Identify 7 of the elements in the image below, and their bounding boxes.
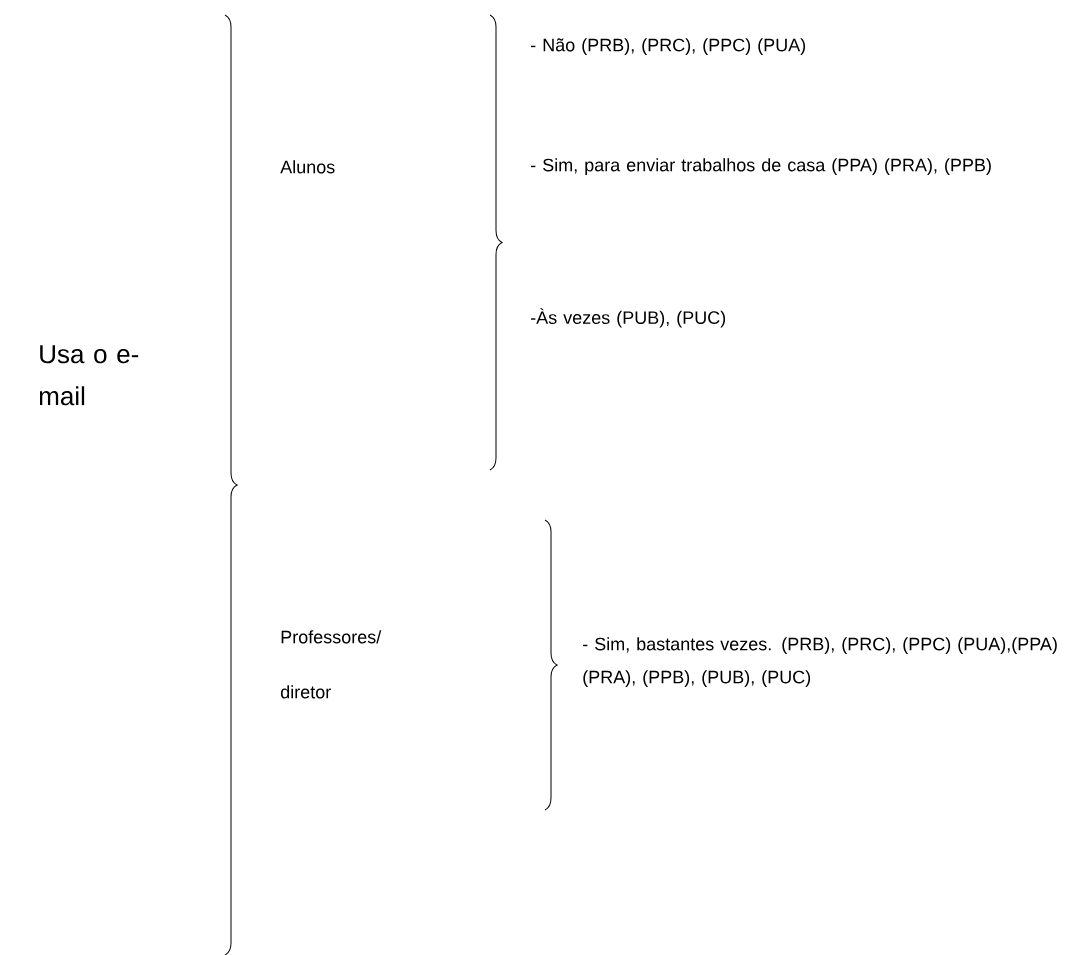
label-text: - Sim, para enviar trabalhos de casa (PPA) (PRA), (PPB): [531, 158, 991, 175]
label-text: Professores/ diretor: [280, 630, 382, 699]
label-text: - Sim, bastantes vezes. (PRB), (PRC), (PPC) (PUA),(PPA) (PRA), (PPB), (PUB), (PUC): [583, 637, 1057, 687]
label-text: Alunos: [280, 160, 335, 174]
label-text: -Às vezes (PUB), (PUC): [531, 308, 726, 328]
label-text: - Não (PRB), (PRC), (PPC) (PUA): [531, 38, 806, 55]
label-text: Usa o e-mail: [39, 345, 139, 406]
